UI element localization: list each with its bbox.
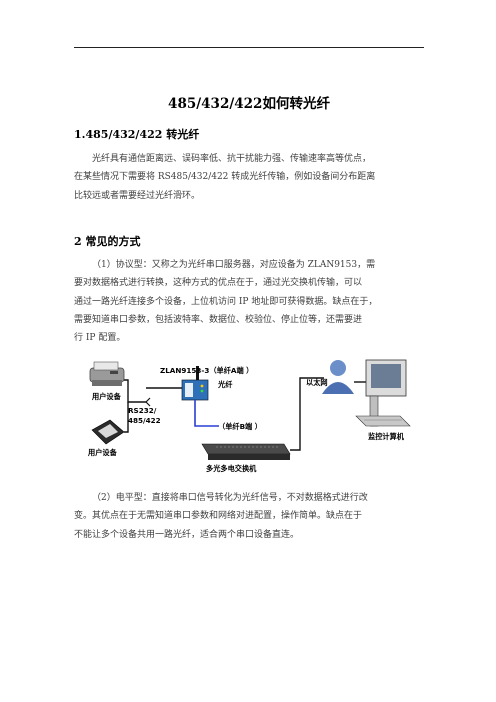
network-diagram: ZLAN9153-3（单纤A端 ） 光纤 以太网 用户设备 RS232/ 485… — [84, 358, 414, 480]
zlan9153-device-icon — [181, 366, 209, 401]
section-1-paragraph: 光纤具有通信距离远、误码率低、抗干扰能力强、传输速率高等优点， 在某些情况下需要… — [74, 150, 424, 205]
serial-cable-2 — [124, 402, 129, 433]
text-line: （1）协议型：又称之为光纤串口服务器，对应设备为 ZLAN9153，需 — [92, 260, 376, 270]
rs-label-line-2: 485/422 — [128, 416, 161, 425]
text-line: 在某些情况下需要将 RS485/432/422 转成光纤传输，例如设备间分布距离 — [74, 172, 376, 183]
text-line: （2）电平型：直接将串口信号转化为光纤信号，不对数据格式进行改 — [92, 493, 368, 503]
text-line: 需要知道串口参数，包括波特率、数据位、校验位、停止位等，还需要进 — [74, 314, 363, 325]
header-rule — [74, 47, 424, 48]
document-title: 485/432/422如何转光纤 — [168, 96, 330, 112]
switch-label: 多光多电交换机 — [206, 464, 257, 473]
cable-arrow — [145, 397, 151, 407]
rs-label-line-1: RS232/ — [128, 406, 157, 415]
user-device-label-2: 用户设备 — [88, 448, 117, 457]
fiber-label: 光纤 — [218, 380, 233, 389]
scanner-icon — [91, 419, 125, 445]
section-2-paragraph-1: （1）协议型：又称之为光纤串口服务器，对应设备为 ZLAN9153，需 要对数据… — [74, 256, 424, 347]
text-line: 通过一路光纤连接多个设备，上位机访问 IP 地址即可获得数据。缺点在于， — [74, 296, 378, 307]
section-1-heading: 1.485/432/422 转光纤 — [74, 128, 200, 141]
fiber-line — [194, 400, 219, 427]
text-line: 要对数据格式进行转换，这种方式的优点在于，通过光交换机传输，可以 — [74, 278, 363, 289]
serial-cable-1 — [124, 379, 146, 403]
printer-icon — [89, 361, 125, 386]
text-line: 光纤具有通信距离远、误码率低、抗干扰能力强、传输速率高等优点， — [92, 154, 372, 164]
user-device-label-1: 用户设备 — [92, 392, 121, 401]
user-person-icon — [322, 360, 354, 394]
single-fiber-b-label: （单纤B端 ） — [218, 422, 262, 431]
section-2-paragraph-2: （2）电平型：直接将串口信号转化为光纤信号，不对数据格式进行改 变。其优点在于无… — [74, 489, 424, 544]
ethernet-label: 以太网 — [306, 378, 328, 387]
diagram-svg — [89, 359, 411, 460]
text-line: 不能让多个设备共用一路光纤，适合两个串口设备直连。 — [74, 529, 300, 540]
switch-icon — [201, 443, 291, 460]
monitor-pc-label: 监控计算机 — [368, 432, 404, 441]
text-line: 行 IP 配置。 — [74, 333, 126, 344]
text-line: 变。其优点在于无需知道串口参数和网络对进配置，操作简单。缺点在于 — [74, 511, 363, 522]
section-2-heading: 2 常见的方式 — [74, 235, 141, 248]
computer-icon — [355, 359, 411, 427]
text-line: 比较远或者需要经过光纤滑环。 — [74, 190, 201, 201]
device-model-label: ZLAN9153-3（单纤A端 ） — [160, 366, 254, 375]
ethernet-cable — [290, 377, 324, 451]
